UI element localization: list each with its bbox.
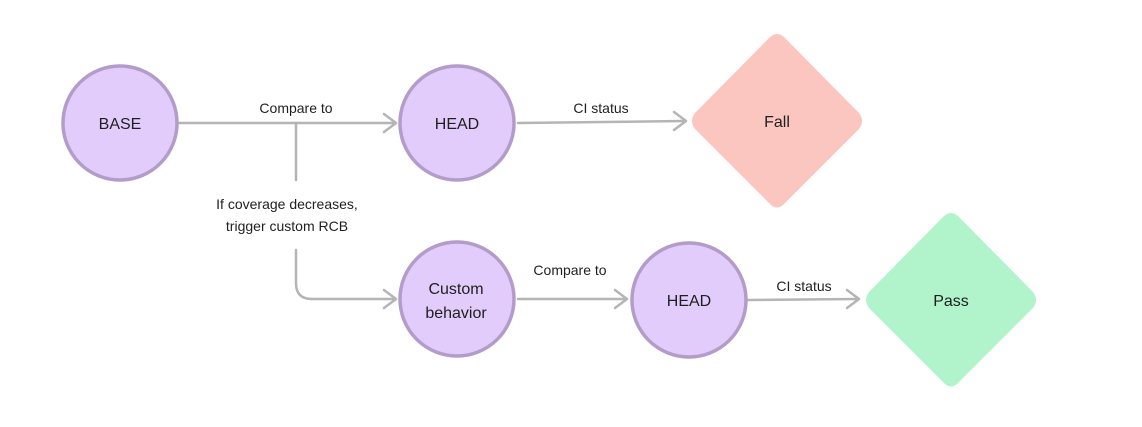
node-custom-behavior-shape bbox=[398, 240, 516, 358]
node-head-top-label: HEAD bbox=[435, 116, 479, 133]
node-custom-behavior-label-line2: behavior bbox=[425, 305, 487, 322]
edge-head-to-pass bbox=[746, 297, 858, 302]
edge-head-to-fail bbox=[516, 119, 686, 125]
node-head-top-shape bbox=[398, 64, 516, 182]
node-head-bottom-shape bbox=[630, 241, 748, 359]
node-base-label: BASE bbox=[99, 116, 142, 133]
edge-branch-lower bbox=[294, 248, 395, 301]
node-head-top: HEAD bbox=[398, 64, 516, 182]
edge-label-branch-line1: If coverage decreases, bbox=[216, 196, 358, 212]
node-base: BASE bbox=[61, 64, 179, 182]
edge-label-head-to-pass: CI status bbox=[776, 278, 831, 294]
edge-label-branch-line2: trigger custom RCB bbox=[226, 218, 348, 234]
node-base-shape bbox=[61, 64, 179, 182]
node-fail: Fall bbox=[692, 34, 862, 208]
edge-label-head-to-fail: CI status bbox=[573, 100, 628, 116]
node-head-bottom: HEAD bbox=[630, 241, 748, 359]
edge-label-base-to-head: Compare to bbox=[259, 100, 332, 116]
node-custom-behavior: Custom behavior bbox=[398, 240, 516, 358]
node-pass-shape bbox=[866, 213, 1036, 387]
node-pass-label: Pass bbox=[933, 293, 969, 310]
arrowhead-head-to-fail bbox=[672, 110, 688, 132]
edge-label-custom-to-head: Compare to bbox=[533, 262, 606, 278]
arrowhead-custom-to-head bbox=[613, 288, 629, 310]
arrowhead-head-to-pass bbox=[845, 288, 861, 310]
node-head-bottom-label: HEAD bbox=[667, 293, 711, 310]
node-fail-shape bbox=[692, 34, 862, 208]
node-fail-label: Fall bbox=[764, 114, 790, 131]
node-pass: Pass bbox=[866, 213, 1036, 387]
node-custom-behavior-label-line1: Custom bbox=[428, 281, 483, 298]
arrowhead-base-to-head bbox=[382, 112, 398, 134]
edges bbox=[177, 110, 861, 310]
arrowhead-branch bbox=[382, 288, 398, 310]
